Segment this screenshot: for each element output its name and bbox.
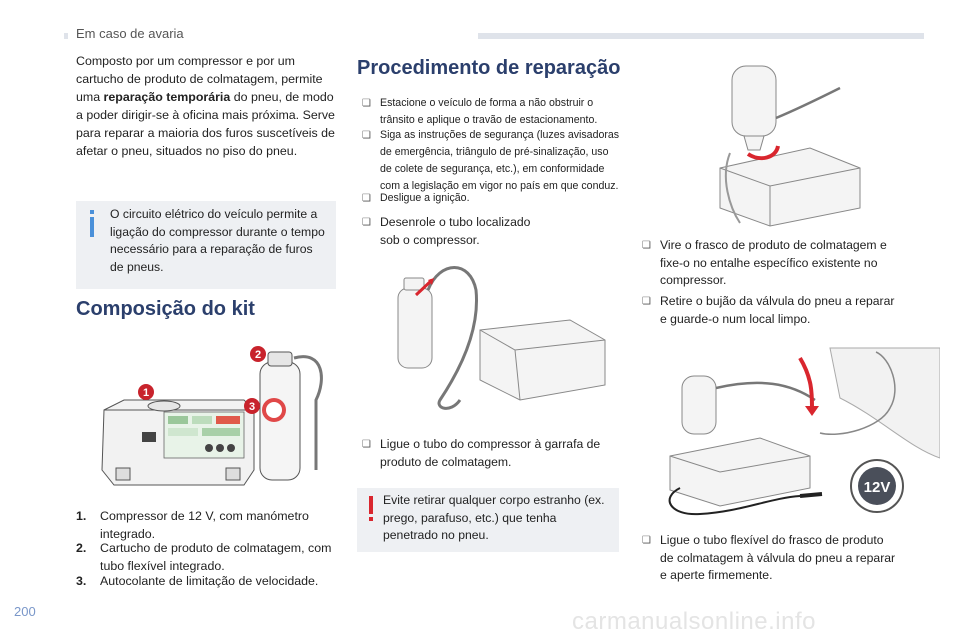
svg-text:2: 2 <box>255 349 261 361</box>
step-text: Retire o bujão da válvula do pneu a repa… <box>660 294 895 326</box>
watermark: carmanualsonline.info <box>572 608 816 635</box>
plug-label: 12V <box>864 479 891 496</box>
info-box <box>76 201 336 289</box>
checkbox-icon: ❏ <box>642 296 651 307</box>
intro-text-2: do pneu, de modo a poder dirigir-se à of… <box>76 90 335 158</box>
page-number: 200 <box>14 604 36 619</box>
checkbox-icon: ❏ <box>362 439 371 450</box>
checkbox-icon: ❏ <box>642 535 651 546</box>
info-icon <box>90 210 94 237</box>
step-text: Ligue o tubo do compressor à garrafa de … <box>380 437 601 469</box>
info-box-text: O circuito elétrico do veículo permite a… <box>110 207 325 274</box>
checkbox-icon: ❏ <box>362 130 371 141</box>
hose-connection-illustration <box>397 266 606 410</box>
kit-item-number: 3. <box>76 574 87 588</box>
svg-text:1: 1 <box>143 387 149 399</box>
tyre-valve-illustration: 12V <box>668 347 940 516</box>
socket-drawing <box>142 432 156 442</box>
kit-item-number: 2. <box>76 541 87 555</box>
section-title: Em caso de avaria <box>76 26 184 41</box>
step-text: Estacione o veículo de forma a não obstr… <box>380 97 598 126</box>
sealant-bottle-drawing <box>259 351 323 481</box>
kit-heading: Composição do kit <box>76 298 255 320</box>
checkbox-icon: ❏ <box>362 217 371 228</box>
step-text: Ligue o tubo flexível do frasco de produ… <box>660 533 896 582</box>
warning-text: Evite retirar qualquer corpo estranho (e… <box>383 493 605 542</box>
kit-item-number: 1. <box>76 509 87 523</box>
checkbox-icon: ❏ <box>362 193 371 204</box>
intro-bold: reparação temporária <box>103 90 231 104</box>
checkbox-icon: ❏ <box>362 98 371 109</box>
kit-item-text: Cartucho de produto de colmatagem, com t… <box>100 541 332 573</box>
step-text: Desligue a ignição. <box>380 192 470 204</box>
kit-item-text: Compressor de 12 V, com manómetro integr… <box>100 509 309 541</box>
warning-icon <box>369 496 373 521</box>
intro-paragraph: Composto por um compressor e por um cart… <box>76 52 338 160</box>
step-text: Desenrole o tubo localizado sob o compre… <box>380 215 531 247</box>
intro-text-1: Composto por um compressor e por um cart… <box>76 54 323 104</box>
procedure-heading: Procedimento de reparação <box>357 57 621 79</box>
bottle-mount-illustration <box>719 65 861 227</box>
control-panel <box>163 411 245 459</box>
callout-2: 2 <box>250 346 266 362</box>
header-rule <box>478 33 924 39</box>
callout-3: 3 <box>244 398 260 414</box>
header-rule-accent <box>64 33 68 39</box>
callout-1: 1 <box>138 384 154 400</box>
kit-item-text: Autocolante de limitação de velocidade. <box>100 574 319 588</box>
svg-text:3: 3 <box>249 401 255 413</box>
checkbox-icon: ❏ <box>642 240 651 251</box>
step-text: Vire o frasco de produto de colmatagem e… <box>660 238 887 287</box>
step-text: Siga as instruções de segurança (luzes a… <box>380 129 620 192</box>
kit-illustration: 1 2 3 <box>101 346 323 486</box>
warning-box <box>357 488 619 552</box>
